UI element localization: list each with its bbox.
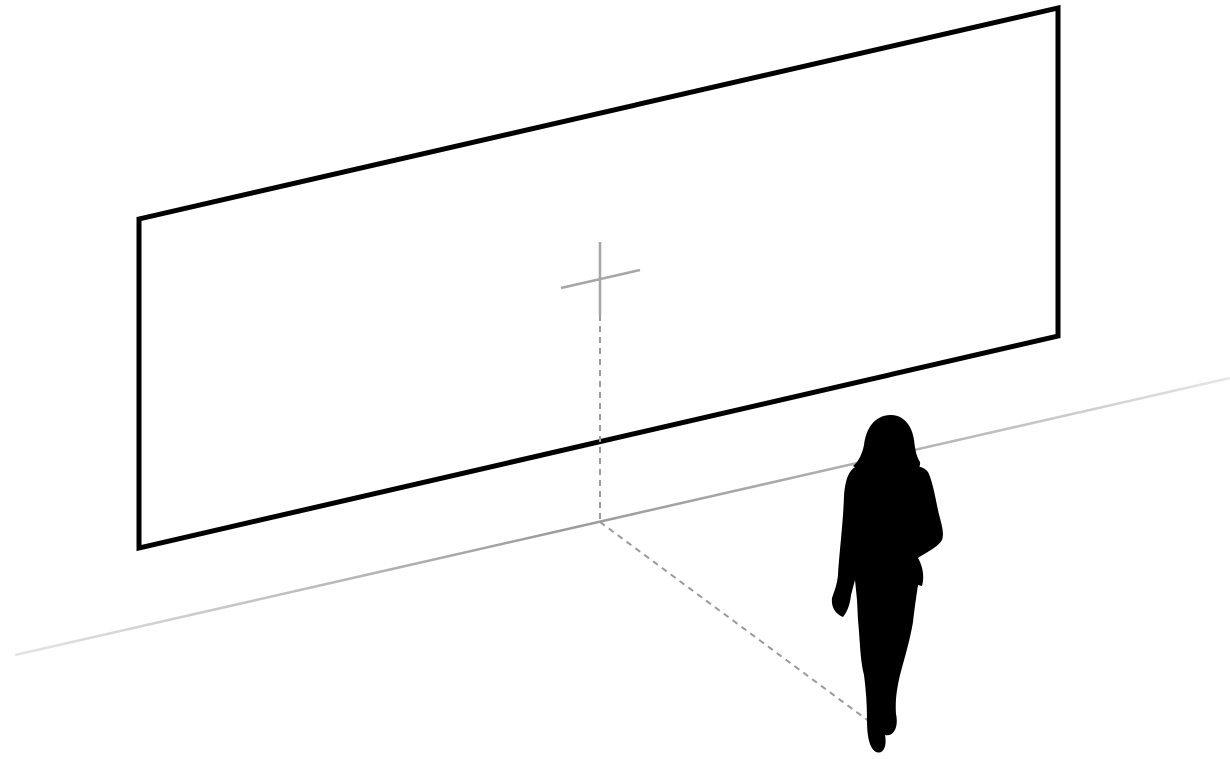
- floor-line: [15, 378, 1230, 655]
- floor-projection-line: [600, 522, 870, 722]
- person-body: [832, 466, 943, 753]
- person-head: [853, 415, 920, 470]
- center-crosshair: [561, 242, 640, 315]
